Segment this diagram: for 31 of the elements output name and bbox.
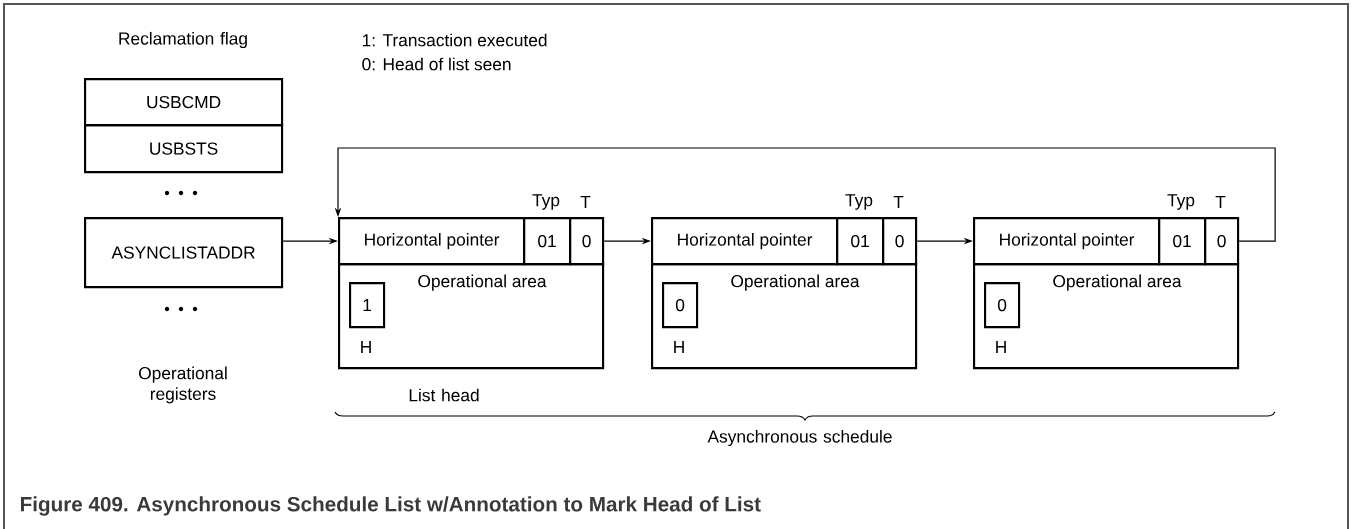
register-box: USBCMD <box>84 78 284 127</box>
field-label: T <box>1215 196 1226 208</box>
pointer-field: Horizontal pointer <box>338 217 526 266</box>
head-flag-box: 1 <box>349 282 386 329</box>
type-field: 01 <box>523 217 572 266</box>
register-box: USBSTS <box>84 124 284 174</box>
pointer-field: Horizontal pointer <box>973 217 1161 266</box>
field-label: H <box>674 341 684 353</box>
terminate-field: 0 <box>569 217 605 266</box>
type-field: 01 <box>836 217 885 266</box>
field-label: Typ <box>1167 194 1195 210</box>
note-text: 1: Transaction executed <box>362 33 547 47</box>
caption-label: Operational registers <box>139 366 227 404</box>
caption-label: List head <box>409 388 479 402</box>
register-box: ASYNCLISTADDR <box>84 217 284 289</box>
terminate-field: 0 <box>882 217 918 266</box>
heading-label: Reclamation flag <box>119 31 247 49</box>
note-text: 0: Head of list seen <box>362 57 511 71</box>
pointer-field: Horizontal pointer <box>651 217 839 266</box>
field-label: T <box>893 196 904 208</box>
caption-label: Asynchronous schedule <box>707 429 892 447</box>
type-field: 01 <box>1158 217 1207 266</box>
field-label: T <box>580 196 591 208</box>
terminate-field: 0 <box>1204 217 1240 266</box>
field-label: Typ <box>845 194 873 210</box>
figure-caption: Figure 409. Asynchronous Schedule List w/Annotation to Mark Head of List <box>21 496 761 516</box>
field-label: Typ <box>532 194 560 210</box>
field-label: H <box>361 341 371 353</box>
head-flag-box: 0 <box>662 282 699 329</box>
head-flag-box: 0 <box>984 282 1021 329</box>
field-label: H <box>996 341 1006 353</box>
